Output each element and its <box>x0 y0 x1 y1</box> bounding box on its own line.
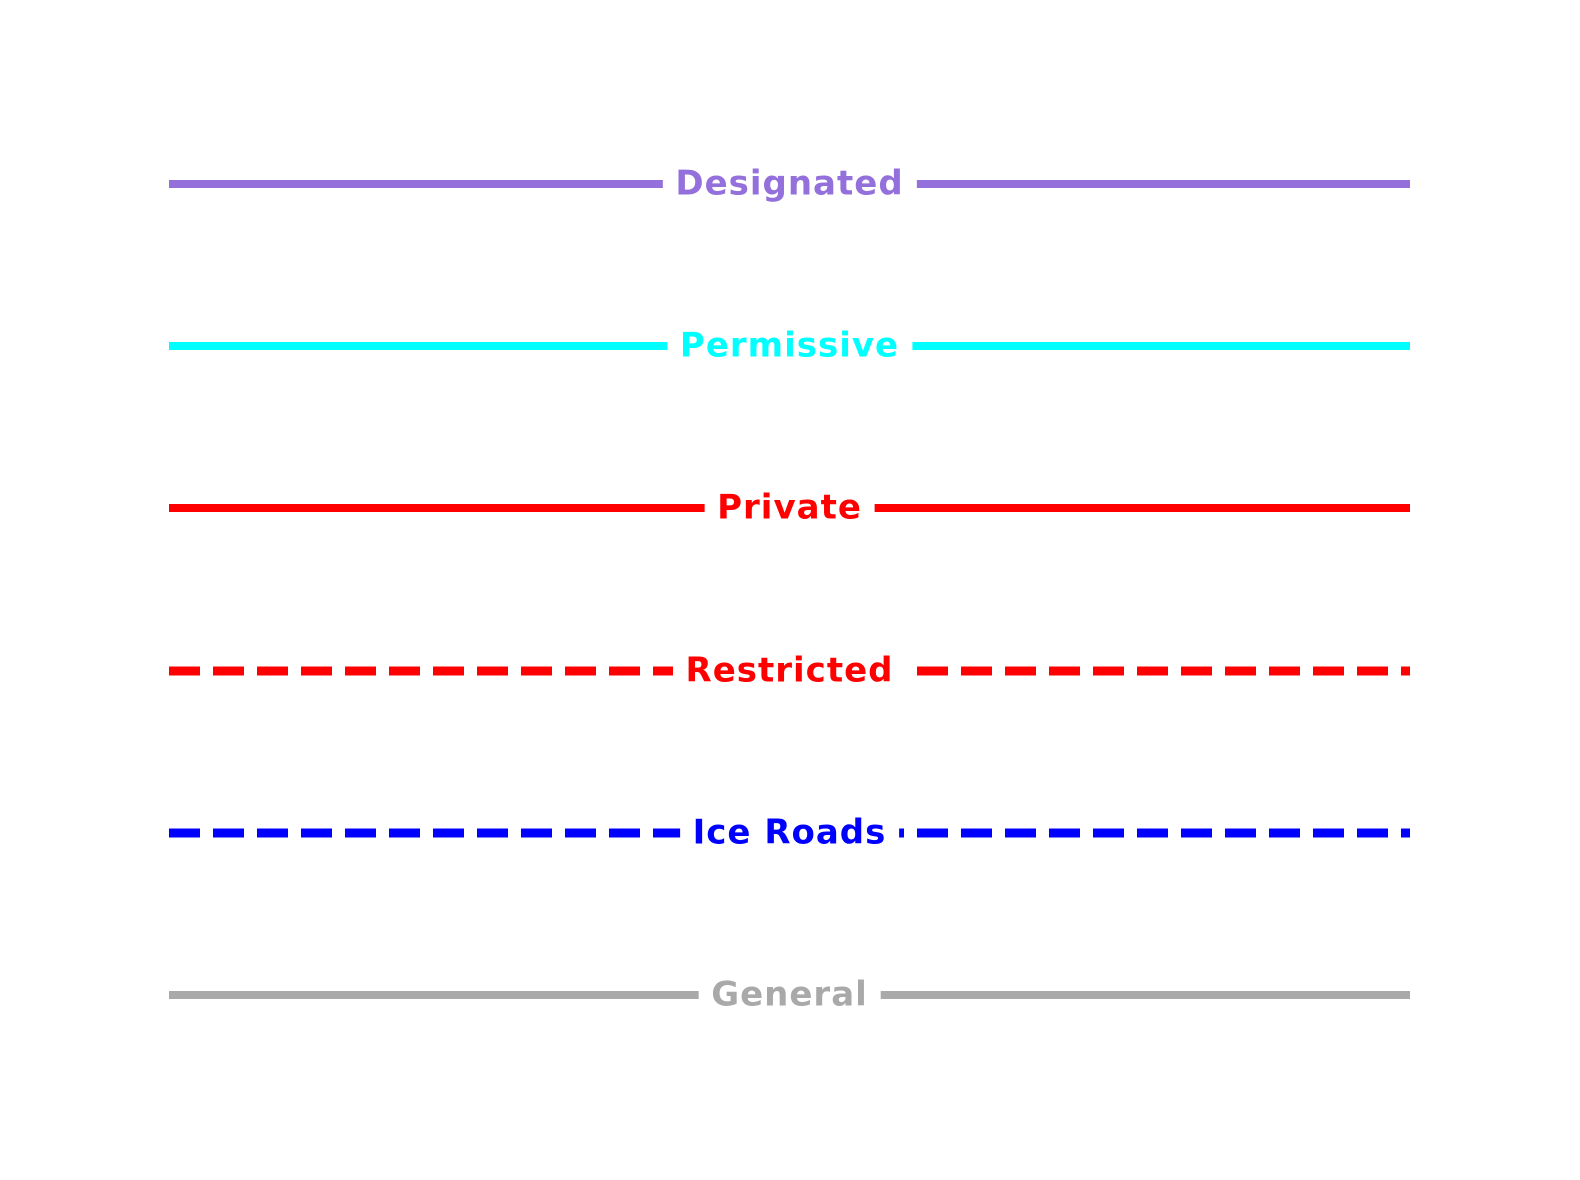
legend-label-ice-roads: Ice Roads <box>679 812 900 854</box>
legend-row-designated: Designated <box>169 152 1410 216</box>
legend-row-permissive: Permissive <box>169 314 1410 378</box>
legend-row-private: Private <box>169 476 1410 540</box>
legend-label-designated: Designated <box>662 163 917 205</box>
legend-label-private: Private <box>704 487 875 529</box>
legend-row-ice-roads: Ice Roads <box>169 801 1410 865</box>
legend-label-permissive: Permissive <box>666 325 913 367</box>
legend-row-general: General <box>169 963 1410 1027</box>
legend-label-general: General <box>698 974 881 1016</box>
legend-row-restricted: Restricted <box>169 639 1410 703</box>
legend-label-restricted: Restricted <box>672 650 907 692</box>
